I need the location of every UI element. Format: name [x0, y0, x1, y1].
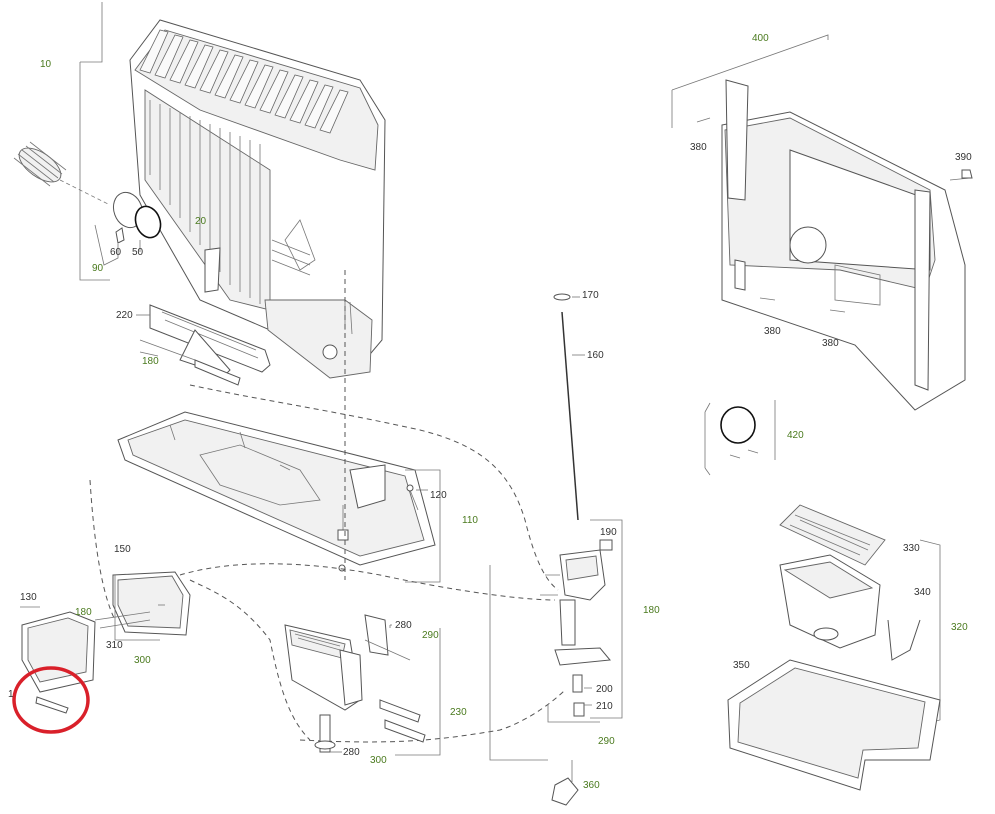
red-circle-highlight [12, 666, 90, 734]
label-220: 220 [116, 310, 133, 321]
thermocouple-bracket-assembly [136, 304, 271, 386]
label-130: 130 [20, 592, 37, 603]
label-200: 200 [596, 684, 613, 695]
label-180-left-top: 180 [142, 356, 159, 367]
cooling-fins [139, 29, 349, 134]
seal-ring-parts [704, 400, 776, 476]
label-170: 170 [582, 290, 599, 301]
label-1x0: 1 [8, 689, 14, 700]
label-320: 320 [951, 622, 968, 633]
label-60: 60 [110, 247, 122, 258]
label-20: 20 [195, 216, 207, 227]
label-300-left: 300 [134, 655, 151, 666]
label-120: 120 [430, 490, 447, 501]
label-280-top: 280 [395, 620, 412, 631]
base-plate [117, 411, 441, 583]
heat-exchanger-assembly [79, 2, 386, 379]
label-380-top: 380 [690, 142, 707, 153]
label-290-bottom: 290 [598, 736, 615, 747]
label-230: 230 [450, 707, 467, 718]
label-180-left-bottom: 180 [75, 607, 92, 618]
label-160: 160 [587, 350, 604, 361]
flue-connection-parts [13, 141, 162, 266]
label-10: 10 [40, 59, 52, 70]
drip-tray-assembly [727, 504, 941, 791]
label-400: 400 [752, 33, 769, 44]
label-50: 50 [132, 247, 144, 258]
label-390: 390 [955, 152, 972, 163]
label-340: 340 [914, 587, 931, 598]
label-90: 90 [92, 263, 104, 274]
label-180-right: 180 [643, 605, 660, 616]
rod-assembly [553, 293, 585, 521]
label-190: 190 [600, 527, 617, 538]
label-300-bottom: 300 [370, 755, 387, 766]
gas-valve-assembly [489, 519, 623, 761]
label-280-bottom: 280 [343, 747, 360, 758]
label-420: 420 [787, 430, 804, 441]
label-380-mid-right: 380 [822, 338, 839, 349]
connection-pipes [89, 270, 566, 743]
label-360: 360 [583, 780, 600, 791]
elbow-fitting [551, 760, 579, 806]
burner-assembly [284, 614, 441, 756]
label-380-mid-left: 380 [764, 326, 781, 337]
label-330: 330 [903, 543, 920, 554]
ignition-box-assembly [20, 571, 191, 714]
label-310: 310 [106, 640, 123, 651]
part-labels: 10 20 60 50 90 220 180 170 160 120 110 1… [8, 33, 972, 791]
label-150: 150 [114, 544, 131, 555]
cover-panel-assembly [671, 34, 973, 411]
label-210: 210 [596, 701, 613, 712]
label-290-top: 290 [422, 630, 439, 641]
label-350: 350 [733, 660, 750, 671]
label-110: 110 [462, 515, 478, 526]
